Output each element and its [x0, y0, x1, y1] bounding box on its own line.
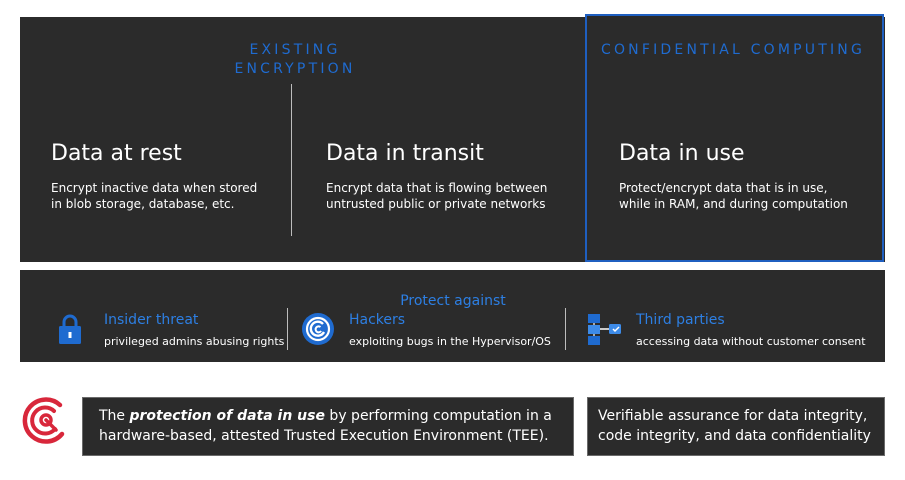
desc-line: while in RAM, and during computation — [619, 197, 848, 211]
third-party-icon — [585, 311, 625, 351]
verifiable-assurance-box: Verifiable assurance for data integrity,… — [587, 397, 885, 456]
threat-divider — [565, 308, 566, 350]
lock-icon — [57, 313, 83, 349]
third-parties-description: accessing data without customer consent — [636, 335, 866, 348]
protection-statement-box: The protection of data in use by perform… — [82, 397, 574, 456]
insider-threat-description: privileged admins abusing rights — [104, 335, 285, 348]
confidential-computing-logo — [22, 396, 70, 448]
protection-prefix: The — [99, 408, 130, 424]
column-divider — [291, 84, 292, 236]
third-parties-title: Third parties — [636, 312, 725, 328]
confidential-computing-heading: CONFIDENTIAL COMPUTING — [600, 42, 866, 58]
data-at-rest-title: Data at rest — [51, 141, 182, 166]
protection-suffix: by performing computation in a hardware-… — [99, 408, 552, 444]
threat-divider — [287, 308, 288, 350]
desc-line: Encrypt inactive data when stored — [51, 181, 258, 195]
protect-against-heading: Protect against — [400, 293, 506, 309]
protect-against-panel — [20, 270, 885, 362]
data-in-use-description: Protect/encrypt data that is in use, whi… — [619, 180, 848, 212]
data-in-transit-description: Encrypt data that is flowing between unt… — [326, 180, 547, 212]
confidential-computing-box — [585, 14, 884, 262]
hackers-description: exploiting bugs in the Hypervisor/OS — [349, 335, 551, 348]
hackers-title: Hackers — [349, 312, 406, 328]
desc-line: untrusted public or private networks — [326, 197, 546, 211]
desc-line: Protect/encrypt data that is in use, — [619, 181, 828, 195]
data-in-use-title: Data in use — [619, 141, 745, 166]
data-in-transit-title: Data in transit — [326, 141, 484, 166]
protection-emphasis: protection of data in use — [129, 408, 325, 424]
desc-line: in blob storage, database, etc. — [51, 197, 235, 211]
data-at-rest-description: Encrypt inactive data when stored in blo… — [51, 180, 257, 212]
existing-encryption-heading: EXISTING ENCRYPTION — [234, 42, 356, 77]
insider-threat-title: Insider threat — [104, 312, 199, 328]
hacker-icon — [300, 311, 336, 351]
desc-line: Encrypt data that is flowing between — [326, 181, 548, 195]
